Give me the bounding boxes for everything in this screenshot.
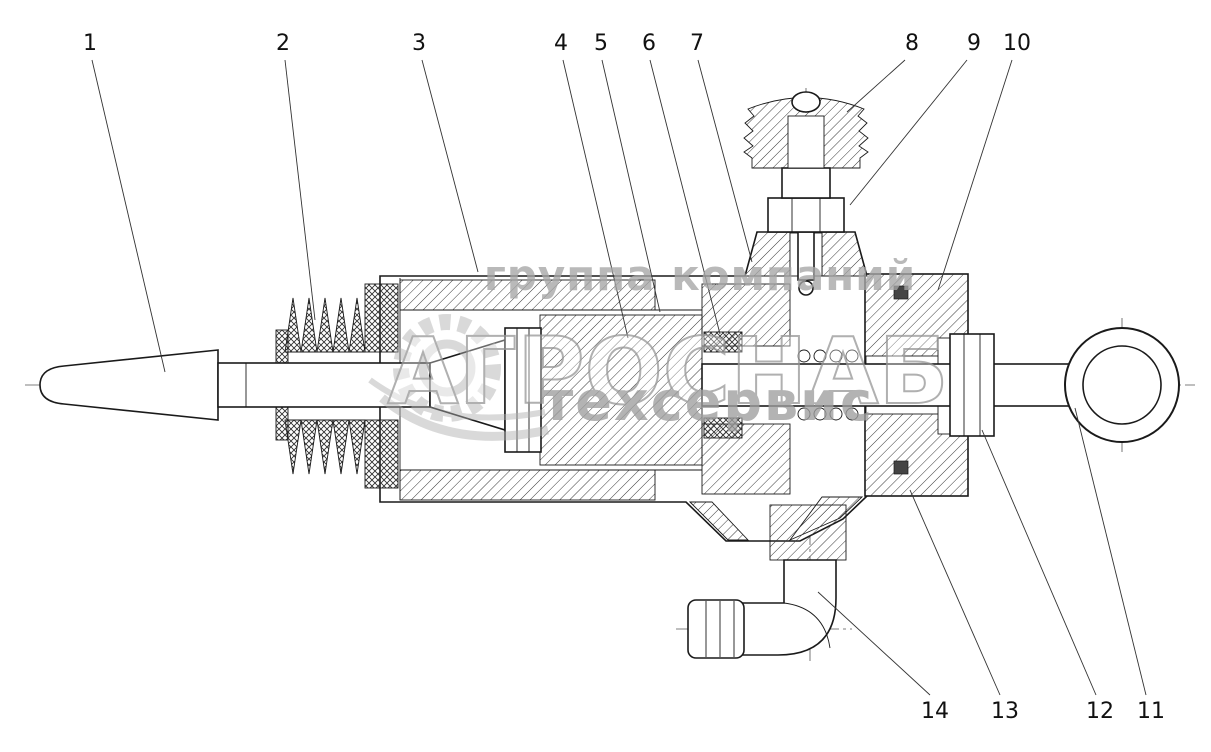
return-spring	[797, 349, 859, 421]
boot-clamp-top	[275, 329, 289, 364]
leader-4	[562, 59, 629, 339]
valve-and-seals	[703, 231, 909, 475]
callout-9: 9	[967, 31, 981, 56]
fitting-neck	[781, 167, 831, 199]
eye-end	[1064, 327, 1180, 443]
piston	[539, 314, 703, 466]
cylinder-wall-top	[399, 279, 656, 311]
leader-3	[421, 59, 479, 273]
boot-clamp-bottom	[275, 406, 289, 441]
watermark-line1: группа компаний	[484, 251, 916, 300]
leader-1	[91, 59, 166, 373]
valve-ball	[798, 280, 814, 296]
callout-6: 6	[642, 31, 656, 56]
o-ring-top	[893, 285, 909, 300]
callout-8: 8	[905, 31, 919, 56]
watermark: группа компаний АГРОСНАБ техсервис	[368, 251, 950, 441]
leader-9	[849, 59, 968, 206]
cylinder-wall-bottom	[399, 469, 656, 501]
leader-10	[937, 59, 1013, 291]
top-fitting	[743, 91, 869, 233]
callouts: 1 2 3 4 5 6 7 8 9 10 14 13 12 11	[83, 31, 1165, 724]
callout-5: 5	[594, 31, 608, 56]
adjusting-nut	[949, 333, 995, 437]
callout-7: 7	[690, 31, 704, 56]
leader-14	[817, 591, 931, 696]
leader-2	[284, 59, 316, 321]
leader-12	[981, 429, 1097, 696]
elbow-nipple	[687, 599, 745, 659]
callout-11: 11	[1137, 699, 1165, 724]
leader-5	[601, 59, 661, 313]
elbow-fitting	[687, 559, 837, 659]
leader-6	[649, 59, 721, 335]
gear-logo-icon	[368, 314, 549, 441]
leader-11	[1074, 407, 1147, 696]
callout-12: 12	[1086, 699, 1114, 724]
boot-pleats-top	[284, 297, 366, 353]
o-ring-bottom	[893, 460, 909, 475]
boot-bead-bottom	[364, 419, 399, 489]
callout-1: 1	[83, 31, 97, 56]
callout-2: 2	[276, 31, 290, 56]
fitting-hex	[767, 197, 845, 233]
push-rod	[39, 327, 542, 453]
leader-7	[697, 59, 753, 263]
callout-14: 14	[921, 699, 949, 724]
seal-retainer	[504, 327, 542, 453]
boot-bead-top	[364, 283, 399, 353]
watermark-line3: техсервис	[542, 370, 874, 433]
protective-boot	[275, 283, 399, 489]
callout-4: 4	[554, 31, 568, 56]
callout-10: 10	[1003, 31, 1031, 56]
port-boss-left	[688, 501, 750, 541]
leader-lines	[91, 59, 1147, 696]
leader-8	[846, 59, 906, 113]
seal-lower	[703, 417, 743, 439]
seal-upper	[703, 331, 743, 353]
boot-pleats-bottom	[284, 419, 366, 475]
watermark-line2: АГРОСНАБ	[387, 318, 948, 425]
callout-3: 3	[412, 31, 426, 56]
bottom-port-collar	[769, 504, 847, 561]
callout-13: 13	[991, 699, 1019, 724]
cap-knob	[791, 91, 821, 113]
leader-13	[909, 489, 1001, 696]
